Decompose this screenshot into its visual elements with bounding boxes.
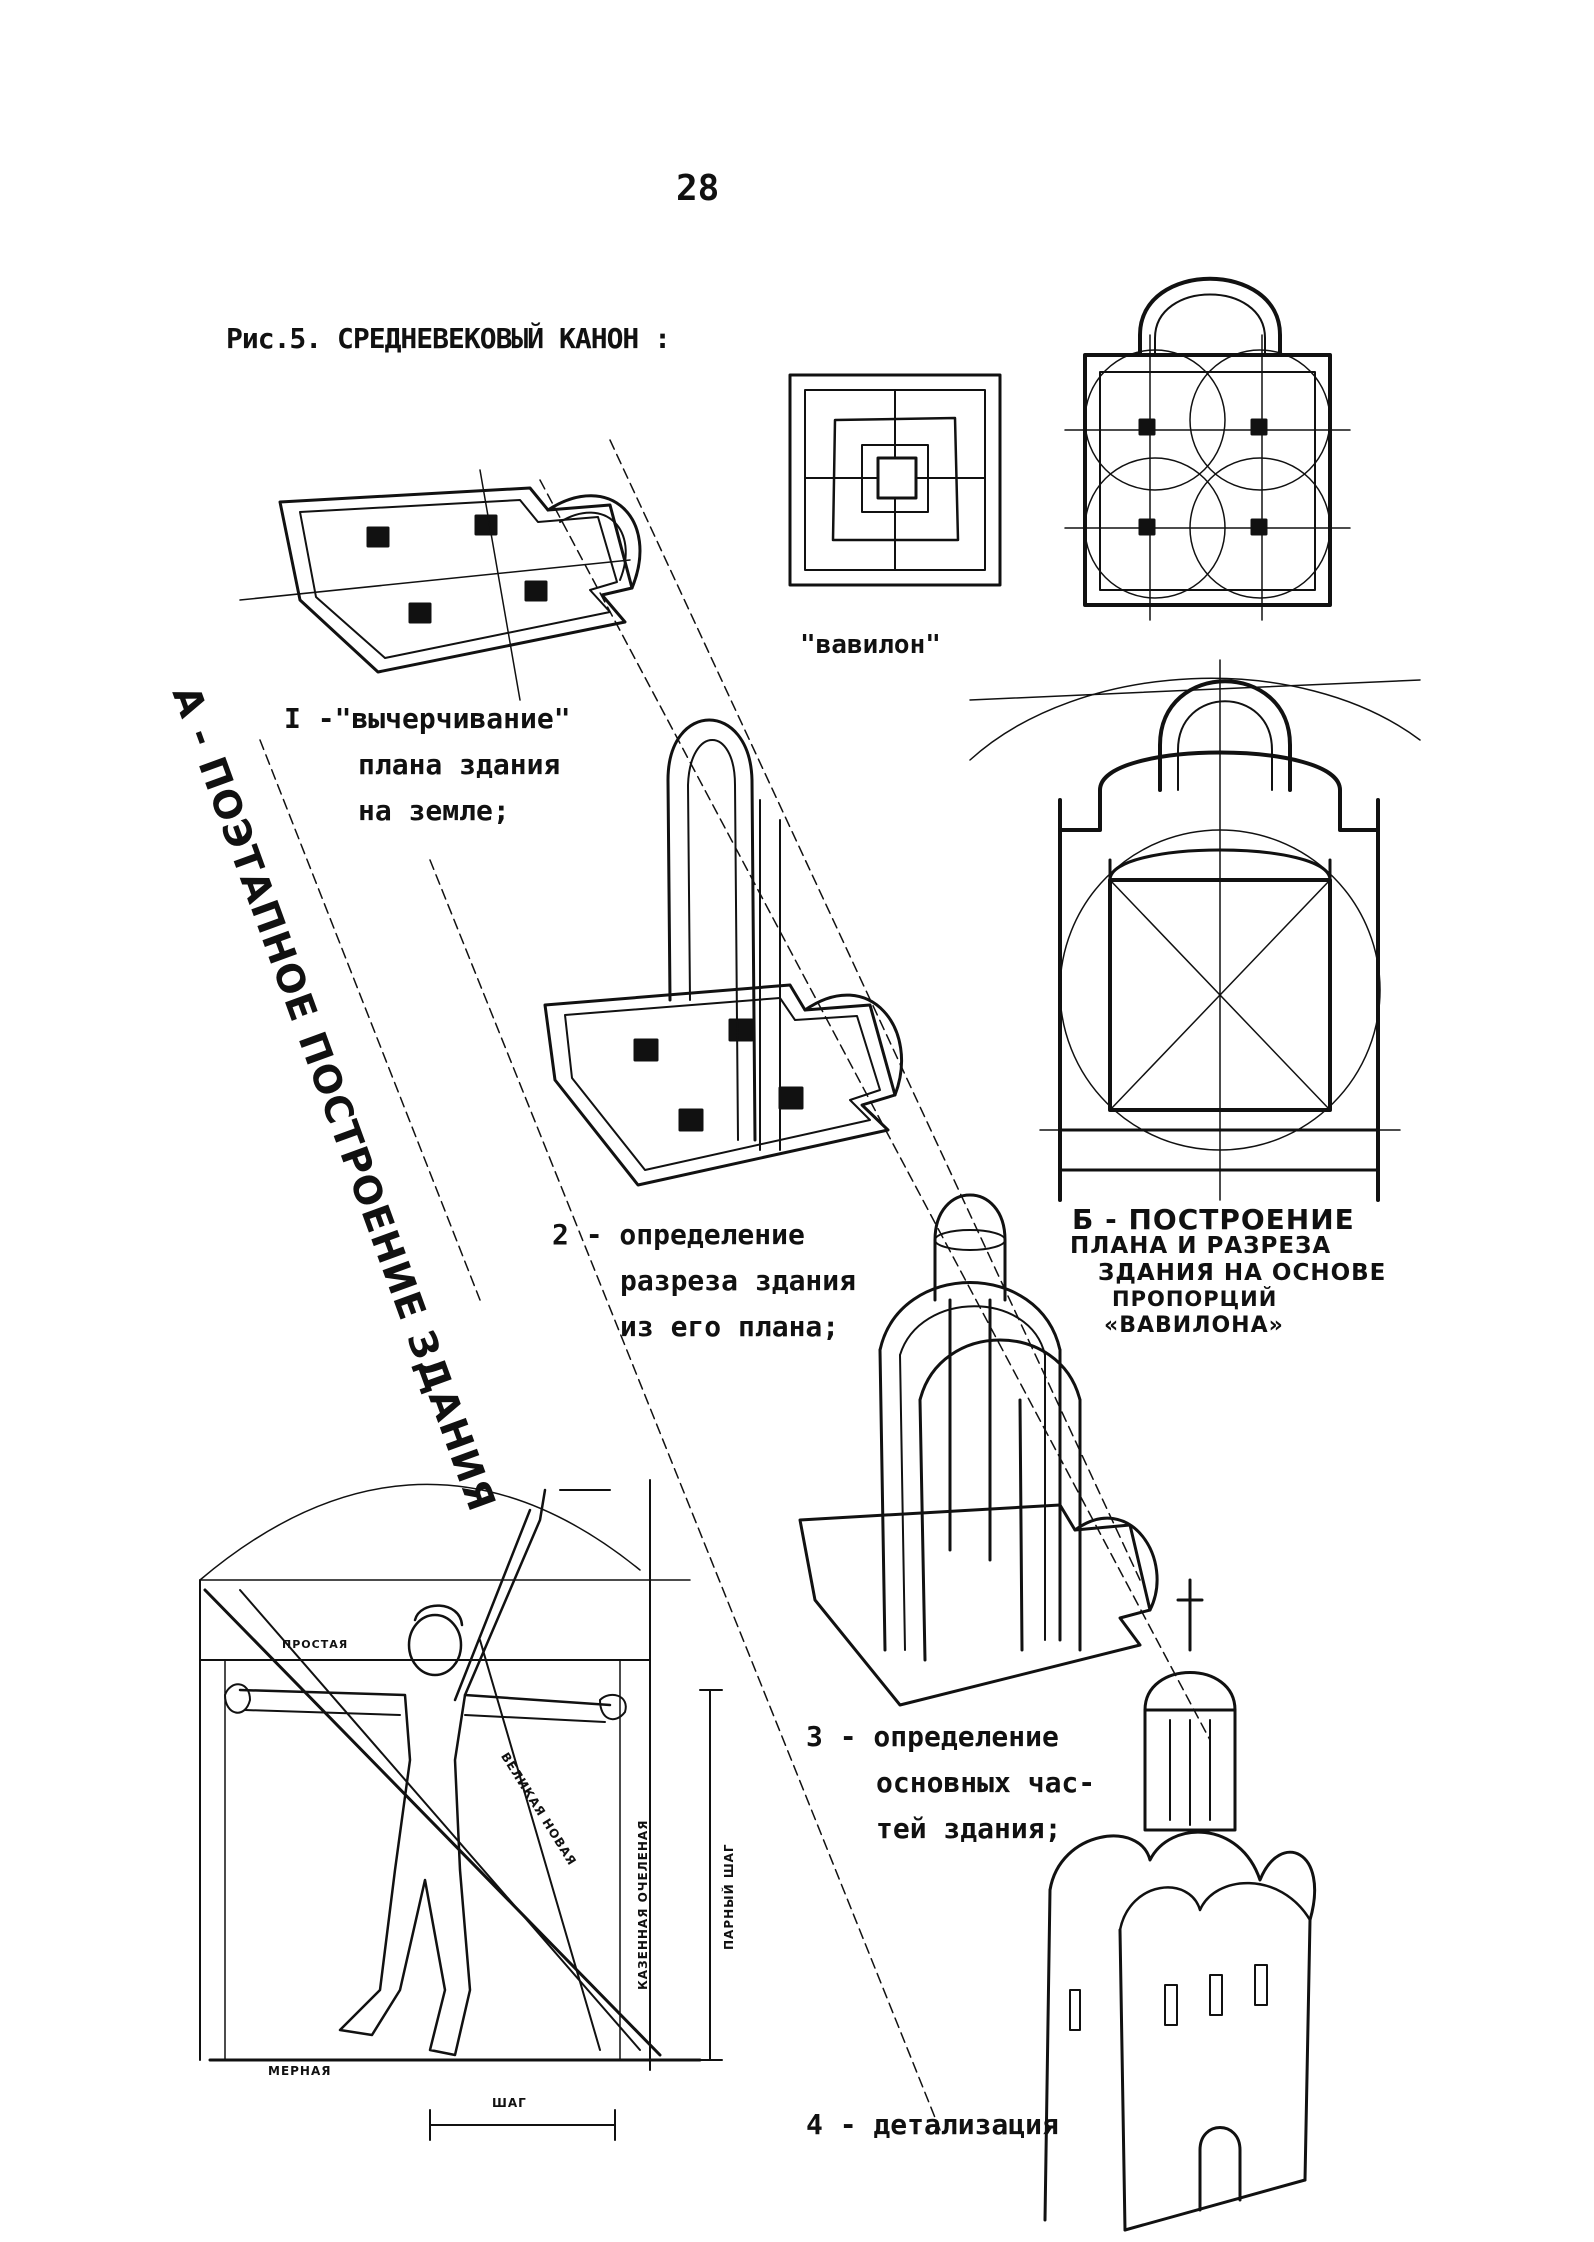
church-frame [800,1195,1157,1705]
step-1-line-2: плана здания [358,748,561,781]
label-prostaya: ПРОСТАЯ [282,1638,349,1651]
plan-on-ground [240,470,640,700]
section-b-line-3: ЗДАНИЯ НА ОСНОВЕ [1098,1260,1387,1286]
measure-man [200,1480,722,2140]
babylon-label: "вавилон" [800,630,941,660]
section-b-line-1: Б - ПОСТРОЕНИЕ [1072,1203,1355,1236]
church-detailed [1045,1580,1315,2230]
figure-title: Рис.5. СРЕДНЕВЕКОВЫЙ КАНОН : [226,322,671,355]
step-2-line-3: из его плана; [620,1310,840,1343]
step-3-line-1: 3 - определение [806,1720,1059,1753]
label-parny-shag: ПАРНЫЙ ШАГ [722,1843,736,1950]
construction-diagonals [260,440,1210,2130]
label-mernaya: МЕРНАЯ [268,2064,332,2078]
step-2-line-1: 2 - определение [552,1218,805,1251]
label-shag: ШАГ [492,2096,527,2110]
babylon-section [970,660,1420,1200]
section-b-line-2: ПЛАНА И РАЗРЕЗА [1070,1233,1332,1259]
step-2-line-2: разреза здания [620,1264,857,1297]
label-kazennaya: КАЗЕННАЯ ОЧЕЛЕНАЯ [636,1819,650,1990]
step-1-line-3: на земле; [358,794,510,827]
babylon-plan [1065,279,1350,620]
step-3-line-2: основных час- [876,1766,1096,1799]
page-number: 28 [676,168,720,209]
section-b-line-4: ПРОПОРЦИЙ [1112,1287,1278,1311]
step-3-line-3: тей здания; [876,1812,1062,1845]
step-1-line-1: I -"вычерчивание" [284,702,571,735]
babylon-square [790,375,1000,585]
step-4-caption: 4 - детализация [806,2108,1059,2141]
section-b-line-5: «ВАВИЛОНА» [1104,1313,1284,1338]
plan-with-section [545,720,902,1185]
